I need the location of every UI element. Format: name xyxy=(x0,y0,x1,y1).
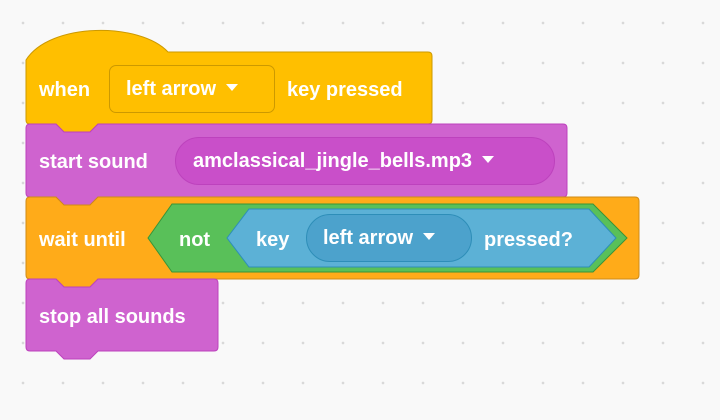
key-label: key xyxy=(256,229,290,251)
sensing-key-dropdown-value: left arrow xyxy=(323,227,414,249)
chevron-down-icon xyxy=(423,232,436,240)
sound-dropdown-value: amclassical_jingle_bells.mp3 xyxy=(193,150,473,172)
wait-until-label: wait until xyxy=(39,229,126,251)
key-dropdown-value: left arrow xyxy=(126,78,217,100)
chevron-down-icon xyxy=(482,155,495,163)
key-pressed-label: key pressed xyxy=(287,79,403,101)
start-sound-label: start sound xyxy=(39,151,148,173)
key-dropdown[interactable]: left arrow xyxy=(109,65,275,113)
sensing-key-dropdown[interactable]: left arrow xyxy=(306,214,472,262)
stop-all-sounds-label: stop all sounds xyxy=(39,306,186,328)
when-label: when xyxy=(39,79,91,101)
sound-dropdown[interactable]: amclassical_jingle_bells.mp3 xyxy=(175,137,555,185)
pressed-label: pressed? xyxy=(484,229,573,251)
stop-all-sounds-block[interactable] xyxy=(25,278,219,360)
chevron-down-icon xyxy=(226,83,239,91)
not-label: not xyxy=(179,229,211,251)
